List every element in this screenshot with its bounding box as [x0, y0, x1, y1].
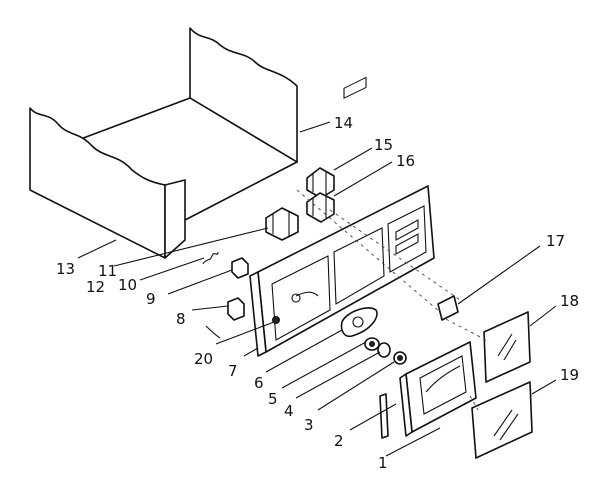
panel-side: [249, 271, 267, 357]
callout-20: 20: [194, 350, 213, 368]
handle-2: [379, 393, 389, 439]
clip-16: [306, 192, 335, 223]
callout-8: 8: [176, 310, 186, 328]
knob-8: [227, 297, 245, 321]
callout-6: 6: [254, 374, 264, 392]
callout-16: 16: [396, 152, 415, 170]
callout-15: 15: [374, 136, 393, 154]
callout-7: 7: [228, 362, 238, 380]
glass-19: [471, 381, 533, 459]
panel-window-right: [387, 205, 427, 273]
callout-13: 13: [56, 260, 75, 278]
spring-11: [202, 251, 219, 265]
callout-3: 3: [304, 416, 314, 434]
callout-14: 14: [334, 114, 353, 132]
clip-15: [306, 167, 335, 199]
leader-lines: [77, 121, 557, 457]
callout-12: 12: [86, 278, 105, 296]
drawer-box: [29, 27, 298, 259]
callout-19: 19: [560, 366, 579, 384]
callout-18: 18: [560, 292, 579, 310]
glass-18: [483, 311, 531, 383]
drawer-front-panel: [29, 107, 166, 259]
callout-11: 11: [98, 262, 117, 280]
clip-12: [265, 207, 299, 241]
knob-plate-6: [340, 307, 378, 338]
callout-1: 1: [378, 454, 388, 472]
drawer-front-edge: [164, 179, 186, 259]
screw-20: [272, 316, 280, 324]
callout-2: 2: [334, 432, 344, 450]
panel-window-middle: [333, 227, 385, 305]
callout-9: 9: [146, 290, 156, 308]
callout-10: 10: [118, 276, 137, 294]
washer-4: [377, 342, 391, 358]
control-panel-7: [249, 76, 435, 357]
drawer-bottom-edge: [184, 161, 298, 221]
front-frame-1: [399, 341, 477, 437]
bracket-10: [231, 257, 249, 279]
alignment-lines: [296, 189, 487, 411]
callout-4: 4: [284, 402, 294, 420]
callout-5: 5: [268, 390, 278, 408]
tab-17: [437, 295, 459, 321]
callout-17: 17: [546, 232, 565, 250]
drawer-back-panel: [189, 27, 298, 163]
